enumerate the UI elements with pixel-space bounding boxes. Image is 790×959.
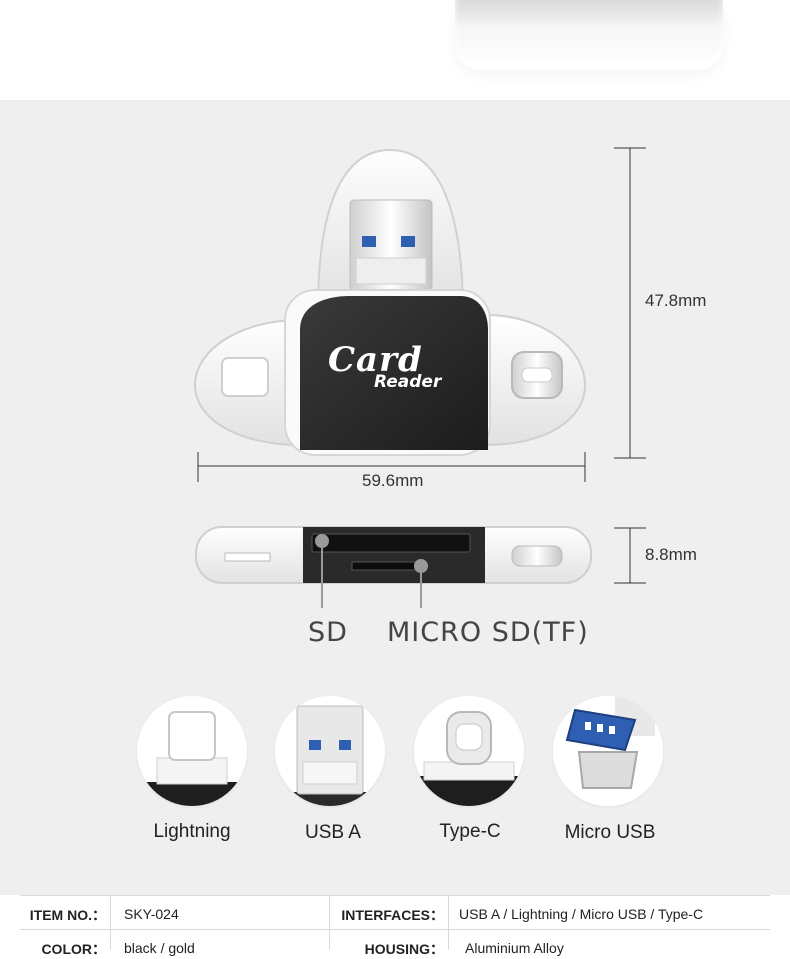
interfaces-key: INTERFACES： [341,907,444,923]
type-c-connector-icon [414,696,524,806]
sd-slot-callout: SD [308,617,348,648]
top-decorative-pill [455,0,723,70]
thickness-dimension-label: 8.8mm [645,545,697,564]
item-no-value: SKY-024 [124,906,179,922]
color-key: COLOR： [41,941,106,957]
logo-line2: Reader [374,372,442,392]
height-dimension-label: 47.8mm [645,291,707,310]
lightning-label: Lightning [153,821,231,842]
type-c-label: Type-C [439,821,501,842]
usb-a-connector-icon [275,696,385,806]
micro-usb-label: Micro USB [564,822,656,843]
usb-a-label: USB A [305,822,361,843]
logo-line1: Card [328,340,423,380]
lightning-connector-icon [137,696,247,806]
top-strip [0,0,790,100]
color-value: black / gold [124,940,195,956]
micro-sd-slot-callout: MICRO SD(TF) [387,617,589,648]
housing-value: Aluminium Alloy [465,940,564,956]
card-reader-logo: Card Reader [328,340,468,400]
width-dimension-label: 59.6mm [362,471,424,490]
interfaces-value: USB A / Lightning / Micro USB / Type-C [459,906,704,922]
spec-table: ITEM NO.： SKY-024 INTERFACES： USB A / Li… [0,895,790,957]
micro-usb-connector-icon [553,696,663,806]
housing-key: HOUSING： [364,941,444,957]
item-no-key: ITEM NO.： [29,907,106,923]
card-reader-front-illustration [193,147,646,608]
